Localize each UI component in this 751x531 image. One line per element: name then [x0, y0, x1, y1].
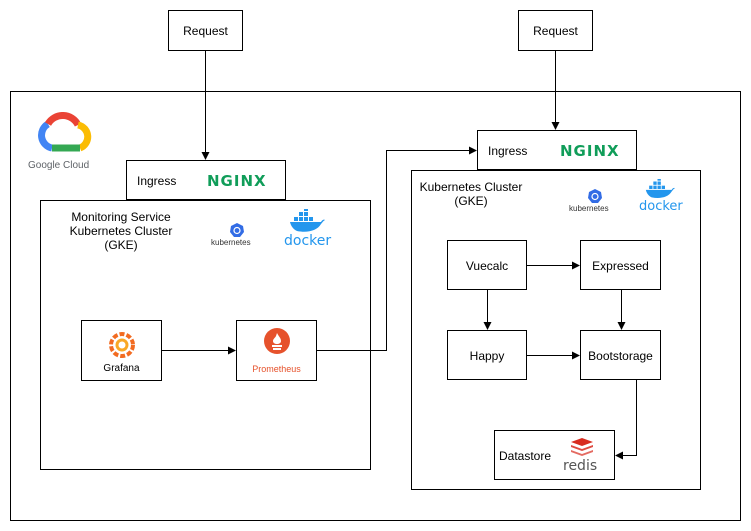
grafana-icon	[109, 332, 135, 358]
vuecalc-box: Vuecalc	[447, 240, 527, 290]
docker-icon	[645, 179, 675, 198]
request-box-left: Request	[168, 10, 243, 51]
expressed-box: Expressed	[580, 240, 661, 290]
app-ingress-label: Ingress	[488, 144, 528, 158]
kubernetes-icon	[588, 189, 602, 203]
app-cluster-title: Kubernetes Cluster (GKE)	[419, 180, 523, 208]
monitoring-docker-label: docker	[284, 233, 332, 249]
monitoring-k8s-label: kubernetes	[211, 238, 251, 247]
arrow-bootstorage-to-datastore	[615, 380, 637, 460]
monitoring-docker-logo: docker	[282, 209, 332, 253]
monitoring-ingress-box: Ingress NGINX	[126, 160, 286, 200]
datastore-box: Datastore redis	[494, 430, 615, 480]
prometheus-label: Prometheus	[252, 364, 301, 374]
redis-label: redis	[563, 458, 598, 474]
google-cloud-label: Google Cloud	[28, 160, 90, 171]
google-cloud-logo: Google Cloud	[28, 112, 98, 176]
request-label-left: Request	[183, 24, 228, 38]
docker-icon	[290, 209, 325, 232]
kubernetes-icon	[230, 223, 244, 237]
bootstorage-label: Bootstorage	[588, 349, 653, 363]
happy-box: Happy	[447, 330, 527, 380]
nginx-logo-app: NGINX	[560, 142, 620, 160]
happy-label: Happy	[469, 349, 505, 363]
monitoring-k8s-logo: kubernetes	[211, 223, 263, 253]
monitoring-cluster-title: Monitoring Service Kubernetes Cluster (G…	[69, 210, 173, 252]
request-box-right: Request	[518, 10, 593, 51]
grafana-label: Grafana	[103, 363, 140, 374]
grafana-box: Grafana	[81, 320, 162, 381]
arrow-prometheus-to-ingress	[317, 146, 477, 351]
app-k8s-label: kubernetes	[569, 204, 609, 213]
app-docker-label: docker	[639, 199, 683, 214]
datastore-label: Datastore	[499, 449, 552, 463]
request-label-right: Request	[533, 24, 578, 38]
prometheus-icon	[264, 328, 290, 354]
vuecalc-label: Vuecalc	[465, 259, 509, 273]
prometheus-box: Prometheus	[236, 320, 317, 381]
bootstorage-box: Bootstorage	[580, 330, 661, 380]
app-docker-logo: docker	[638, 179, 688, 219]
expressed-label: Expressed	[592, 259, 649, 273]
google-cloud-icon	[38, 112, 92, 152]
monitoring-ingress-label: Ingress	[137, 174, 177, 188]
app-ingress-box: Ingress NGINX	[477, 130, 637, 170]
redis-icon	[571, 438, 593, 456]
app-k8s-logo: kubernetes	[569, 189, 621, 219]
nginx-logo: NGINX	[207, 172, 267, 190]
